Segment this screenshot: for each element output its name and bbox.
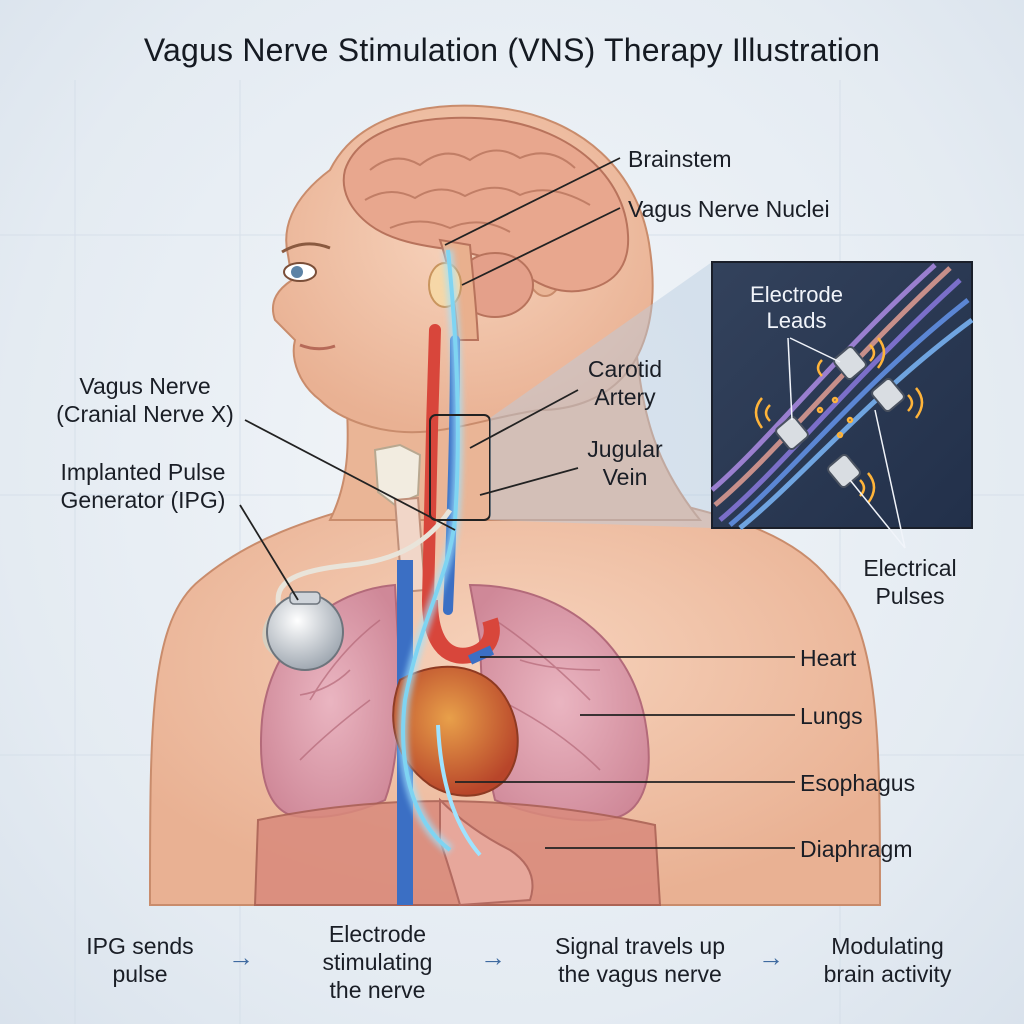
lung-vessels bbox=[299, 619, 601, 771]
step-1-line1: IPG sends bbox=[86, 933, 194, 959]
page-title: Vagus Nerve Stimulation (VNS) Therapy Il… bbox=[143, 32, 881, 68]
step-3: Signal travels up the vagus nerve bbox=[525, 932, 755, 988]
vagus-nerve bbox=[401, 249, 460, 852]
step-2-line3: the nerve bbox=[329, 977, 426, 1003]
pulmonary-vessel bbox=[467, 645, 495, 665]
step-arrow-2: → bbox=[480, 942, 506, 972]
step-2-line1: Electrode bbox=[328, 921, 427, 947]
label-carotid-line2: Artery bbox=[594, 384, 656, 410]
inset-electrode-line1: Electrode bbox=[750, 282, 843, 307]
step-3-line2: the vagus nerve bbox=[558, 961, 722, 987]
label-carotid-artery: Carotid Artery bbox=[565, 355, 685, 411]
electrode-site-box bbox=[429, 414, 491, 521]
label-esophagus: Esophagus bbox=[800, 770, 916, 796]
vagus-nerve-heart-branch bbox=[436, 724, 482, 857]
step-1: IPG sends pulse bbox=[55, 932, 225, 988]
step-2: Electrode stimulating the nerve bbox=[290, 920, 465, 1004]
ipg-lead-wire bbox=[275, 508, 453, 611]
label-leader-lines bbox=[239, 157, 795, 849]
inset-leader-lines bbox=[787, 337, 906, 549]
carotid-artery bbox=[422, 324, 441, 606]
larynx bbox=[373, 443, 422, 507]
eyebrow bbox=[281, 242, 331, 254]
step-3-line1: Signal travels up bbox=[554, 933, 726, 959]
step-1-line2: pulse bbox=[112, 961, 168, 987]
inset-electrode-line2: Leads bbox=[766, 308, 827, 333]
label-carotid-line1: Carotid bbox=[587, 356, 663, 382]
label-vagus-line2: (Cranial Nerve X) bbox=[56, 401, 234, 427]
label-jugular-line2: Vein bbox=[602, 464, 648, 490]
inset-callout bbox=[490, 262, 712, 528]
label-vagus-line1: Vagus Nerve bbox=[79, 373, 211, 399]
ipg-device bbox=[266, 593, 344, 671]
label-heart: Heart bbox=[800, 645, 857, 671]
step-arrow-3: → bbox=[758, 942, 784, 972]
ipg-header bbox=[289, 591, 321, 605]
label-brainstem: Brainstem bbox=[628, 146, 732, 172]
label-ipg-line1: Implanted Pulse bbox=[60, 459, 226, 485]
brain-folds bbox=[364, 149, 591, 233]
step-2-line2: stimulating bbox=[322, 949, 433, 975]
mouth bbox=[299, 343, 336, 351]
step-4: Modulating brain activity bbox=[800, 932, 975, 988]
iris bbox=[291, 266, 303, 278]
step-4-line2: brain activity bbox=[823, 961, 952, 987]
step-4-line1: Modulating bbox=[831, 933, 944, 959]
label-jugular-vein: Jugular Vein bbox=[565, 435, 685, 491]
label-jugular-line1: Jugular bbox=[587, 436, 663, 462]
label-vagus-nerve-nuclei: Vagus Nerve Nuclei bbox=[628, 196, 830, 222]
inset-electrodes bbox=[775, 345, 905, 489]
label-diaphragm: Diaphragm bbox=[800, 836, 913, 862]
label-ipg-line2: Generator (IPG) bbox=[60, 487, 226, 513]
label-ipg: Implanted Pulse Generator (IPG) bbox=[38, 458, 248, 514]
label-pulses-line1: Electrical bbox=[863, 555, 957, 581]
label-lungs: Lungs bbox=[800, 703, 863, 729]
label-vagus-nerve: Vagus Nerve (Cranial Nerve X) bbox=[40, 372, 250, 428]
step-arrow-1: → bbox=[228, 942, 254, 972]
inset-label-electrode-leads: Electrode Leads bbox=[714, 282, 879, 334]
label-pulses-line2: Pulses bbox=[875, 583, 945, 609]
label-electrical-pulses: Electrical Pulses bbox=[840, 554, 980, 610]
